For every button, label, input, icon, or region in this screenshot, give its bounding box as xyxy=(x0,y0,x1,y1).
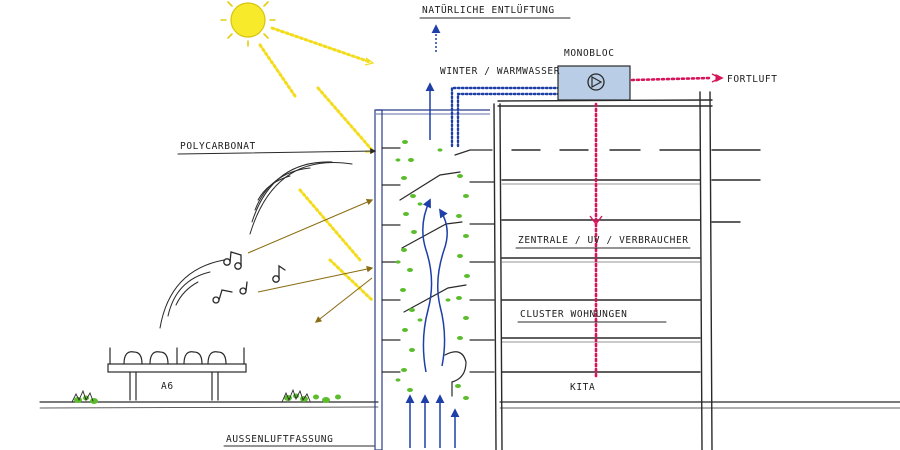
warm-water-duct xyxy=(450,86,564,148)
sun-rays xyxy=(258,26,374,302)
sound-waves xyxy=(159,161,353,329)
atrium-facade xyxy=(374,109,490,450)
fan-icon xyxy=(587,73,605,91)
fresh-air-flow xyxy=(405,24,460,448)
label-cluster-apartments: CLUSTER WOHNUNGEN xyxy=(517,309,667,323)
exhaust-air-flow xyxy=(594,76,712,378)
label-polycarbonate: POLYCARBONAT xyxy=(177,141,377,155)
grass xyxy=(71,388,341,404)
svg-text:AUSSENLUFTFASSUNG: AUSSENLUFTFASSUNG xyxy=(226,434,333,445)
car-3 xyxy=(183,351,203,365)
svg-text:CLUSTER WOHNUNGEN: CLUSTER WOHNUNGEN xyxy=(520,309,627,320)
a6-label: A6 xyxy=(161,381,174,392)
a6-highway xyxy=(107,347,247,401)
climbing-plants xyxy=(395,140,470,400)
label-kita: KITA xyxy=(570,382,595,393)
svg-text:POLYCARBONAT: POLYCARBONAT xyxy=(180,141,256,152)
noise-arrows xyxy=(247,199,374,323)
sun-icon xyxy=(220,1,276,47)
car-2 xyxy=(149,351,169,365)
car-1 xyxy=(123,351,143,365)
label-natural-ventilation: NATÜRLICHE ENTLÜFTUNG xyxy=(419,5,571,19)
label-central-uv-consumer: ZENTRALE / UV / VERBRAUCHER xyxy=(515,235,691,249)
building-core xyxy=(493,91,761,450)
svg-text:NATÜRLICHE ENTLÜFTUNG: NATÜRLICHE ENTLÜFTUNG xyxy=(422,5,555,16)
label-winter-hot-water: WINTER / WARMWASSER xyxy=(440,66,560,77)
car-4 xyxy=(207,351,227,365)
label-outside-air-intake: AUSSENLUFTFASSUNG xyxy=(223,434,375,447)
svg-text:ZENTRALE / UV / VERBRAUCHER: ZENTRALE / UV / VERBRAUCHER xyxy=(518,235,689,246)
label-exhaust: FORTLUFT xyxy=(727,74,778,85)
label-monobloc: MONOBLOC xyxy=(564,48,615,59)
monobloc-unit xyxy=(557,65,631,101)
ground-line xyxy=(39,401,900,409)
music-note-icon xyxy=(212,251,286,304)
